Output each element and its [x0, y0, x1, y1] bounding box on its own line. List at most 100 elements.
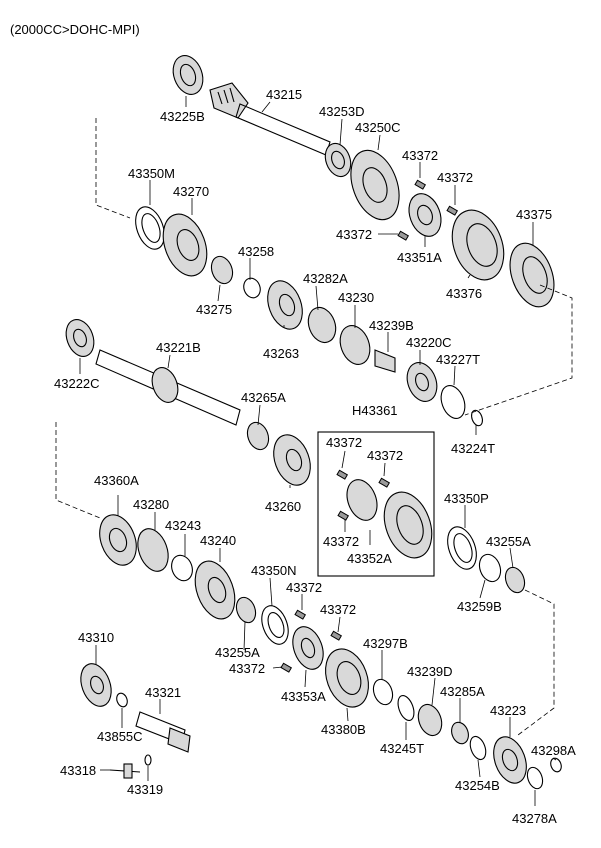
gear-43240-drawing — [194, 560, 236, 620]
part-label: 43275 — [196, 302, 232, 317]
gear-43263-drawing — [267, 280, 303, 330]
gear-43280-drawing — [137, 528, 169, 572]
part-label: 43282A — [303, 271, 348, 286]
part-label: 43318 — [60, 763, 96, 778]
part-label: 43239B — [369, 318, 414, 333]
collar-43259b-drawing — [478, 553, 502, 583]
ring-43224t-drawing — [471, 409, 483, 427]
part-label: 43263 — [263, 346, 299, 361]
part-label: 43350N — [251, 563, 297, 578]
part-label: 43278A — [512, 811, 557, 826]
collar-43243-drawing — [171, 554, 193, 582]
part-label: 43253D — [319, 104, 365, 119]
part-label: 43376 — [446, 286, 482, 301]
bearing-43220c-drawing — [406, 362, 438, 402]
synchro-hub-43351a-drawing — [408, 193, 442, 237]
part-label: 43280 — [133, 497, 169, 512]
part-label: 43380B — [321, 722, 366, 737]
leader-lines — [79, 96, 557, 806]
part-label: 43353A — [281, 689, 326, 704]
part-label: 43215 — [266, 87, 302, 102]
needle-bearing-43285a-drawing — [451, 721, 469, 745]
part-label: 43372 — [326, 435, 362, 450]
part-label: 43372 — [286, 580, 322, 595]
collar-43239b-drawing — [374, 349, 396, 373]
part-drawings — [65, 55, 562, 790]
gear-43260-drawing — [273, 434, 311, 486]
part-label: 43239D — [407, 664, 453, 679]
assembly-dashed-lines — [55, 118, 573, 736]
sleeve-43376-drawing — [451, 209, 505, 281]
gear-43375-drawing — [509, 242, 555, 308]
part-label: 43223 — [490, 703, 526, 718]
part-label: 43240 — [200, 533, 236, 548]
part-label: 43372 — [336, 227, 372, 242]
ring-43254b-drawing — [469, 735, 487, 761]
part-label: H43361 — [352, 403, 398, 418]
ring-43298a-drawing — [550, 757, 562, 773]
needle-bearing-43275-drawing — [210, 255, 234, 285]
part-label: 43243 — [165, 518, 201, 533]
part-label: 43372 — [229, 661, 265, 676]
sleeve-43380b-drawing — [325, 648, 369, 708]
gear-43270-drawing — [162, 213, 208, 277]
gear-43250c-drawing — [350, 149, 400, 221]
part-label: 43298A — [531, 743, 576, 758]
collar-43258-drawing — [243, 277, 261, 299]
shaft-43221b-drawing — [95, 349, 241, 426]
bearing-43222c-drawing — [65, 319, 95, 357]
part-label: 43254B — [455, 778, 500, 793]
gear-43282a-drawing — [307, 306, 337, 344]
snap-ring-43245t-drawing — [397, 695, 415, 721]
part-label: 43372 — [323, 534, 359, 549]
part-label: 43375 — [516, 207, 552, 222]
part-label: 43222C — [54, 376, 100, 391]
synchro-ring-43350n-drawing — [261, 605, 289, 645]
washer-43855c-drawing — [116, 692, 128, 708]
part-label: 43350P — [444, 491, 489, 506]
part-label: 43372 — [367, 448, 403, 463]
shaft-43321-drawing — [135, 711, 191, 753]
ring-43319-drawing — [144, 754, 152, 766]
part-label: 43245T — [380, 741, 424, 756]
part-label: 43319 — [127, 782, 163, 797]
bearing-43223-drawing — [493, 736, 527, 784]
needle-bearing-43253d-drawing — [324, 142, 352, 178]
part-label: 43225B — [160, 109, 205, 124]
part-label: 43310 — [78, 630, 114, 645]
gear-43230-drawing — [339, 325, 371, 365]
diagram-title: (2000CC>DOHC-MPI) — [10, 22, 140, 37]
part-label: 43227T — [436, 352, 480, 367]
bolt-43318-drawing — [109, 763, 141, 779]
part-label: 43230 — [338, 290, 374, 305]
ring-43278a-drawing — [526, 766, 544, 790]
bearing-43360a-drawing — [99, 514, 137, 566]
part-label: 43372 — [402, 148, 438, 163]
part-label: 43260 — [265, 499, 301, 514]
part-label: 43351A — [397, 250, 442, 265]
part-label: 43352A — [347, 551, 392, 566]
bearing-43225b-drawing — [172, 55, 204, 95]
part-label: 43855C — [97, 729, 143, 744]
part-label: 43372 — [437, 170, 473, 185]
snap-ring-43227t-drawing — [440, 385, 466, 419]
part-label: 43265A — [241, 390, 286, 405]
part-label: 43270 — [173, 184, 209, 199]
kit-h43361-box — [317, 431, 435, 577]
collar-43239d-drawing — [417, 703, 443, 737]
part-labels: 43225B 43215 43253D 43250C 43372 43372 4… — [54, 87, 576, 826]
needle-bearing-43255a-right-drawing — [504, 566, 526, 594]
part-label: 43297B — [363, 636, 408, 651]
part-label: 43221B — [156, 340, 201, 355]
part-label: 43360A — [94, 473, 139, 488]
gear-43310-drawing — [80, 663, 112, 707]
part-label: 43250C — [355, 120, 401, 135]
part-label: 43259B — [457, 599, 502, 614]
part-label: 43350M — [128, 166, 175, 181]
part-label: 43372 — [320, 602, 356, 617]
synchro-hub-43352a-drawing — [346, 479, 433, 559]
part-label: 43220C — [406, 335, 452, 350]
part-label: 43285A — [440, 684, 485, 699]
synchro-ring-43350m-drawing — [135, 206, 165, 250]
